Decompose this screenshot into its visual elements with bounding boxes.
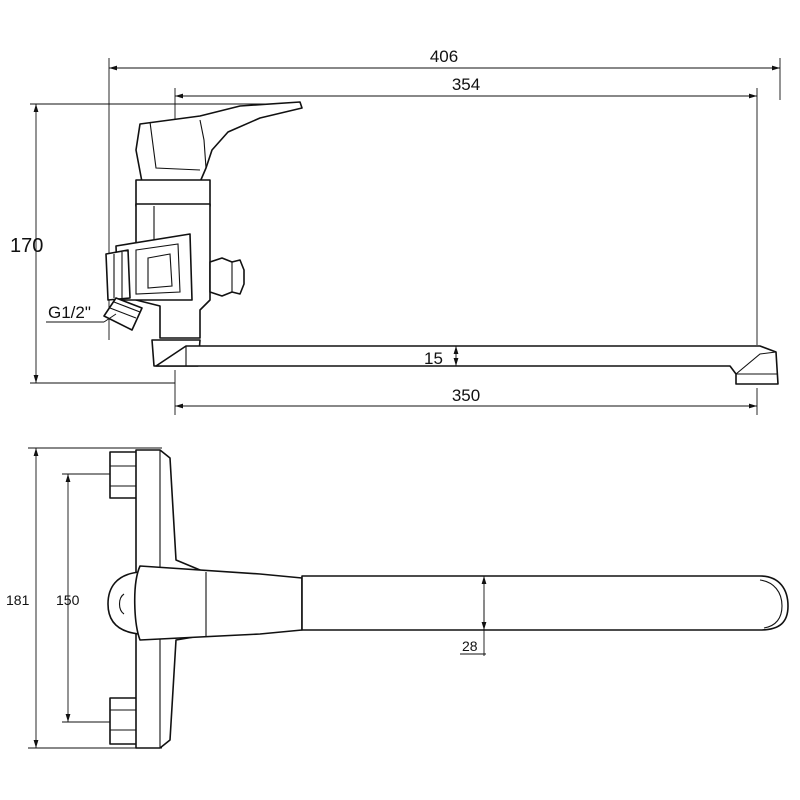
threaded-inlet-side (103, 297, 143, 331)
diverter-knob-side (209, 257, 245, 297)
top-connector-top (109, 451, 139, 499)
dimension-spout-width: 28 (460, 576, 487, 656)
dimension-spout-reach-top: 354 (174, 75, 758, 345)
top-view: 181 150 (6, 447, 789, 749)
spout-top (301, 575, 789, 631)
dimension-label-15: 15 (424, 349, 443, 368)
dimension-height: 170 (10, 103, 300, 384)
dimension-label-28: 28 (462, 638, 478, 654)
lever-handle-side (135, 101, 303, 183)
dimension-label-181: 181 (6, 592, 30, 608)
dimension-label-170: 170 (10, 235, 43, 257)
inlet-nut-side (105, 249, 131, 301)
thread-callout: G1/2" (46, 303, 117, 323)
spout-side (155, 345, 779, 385)
dimension-label-354: 354 (452, 75, 480, 94)
thread-label: G1/2" (48, 303, 91, 322)
side-view: 406 354 170 (10, 47, 781, 415)
dimension-label-350: 350 (452, 386, 480, 405)
dimension-spout-thickness: 15 (210, 345, 470, 368)
top-connector-bottom (109, 697, 139, 745)
dimension-label-406: 406 (430, 47, 458, 66)
faucet-side-body (103, 101, 303, 367)
dimension-overall-width: 181 (6, 447, 162, 749)
lever-handle-top (133, 565, 303, 641)
dimension-center-distance: 150 (56, 473, 112, 723)
dimension-spout-reach-bottom: 350 (174, 370, 758, 415)
dimension-label-150: 150 (56, 592, 80, 608)
cartridge-cap-top (107, 571, 141, 635)
